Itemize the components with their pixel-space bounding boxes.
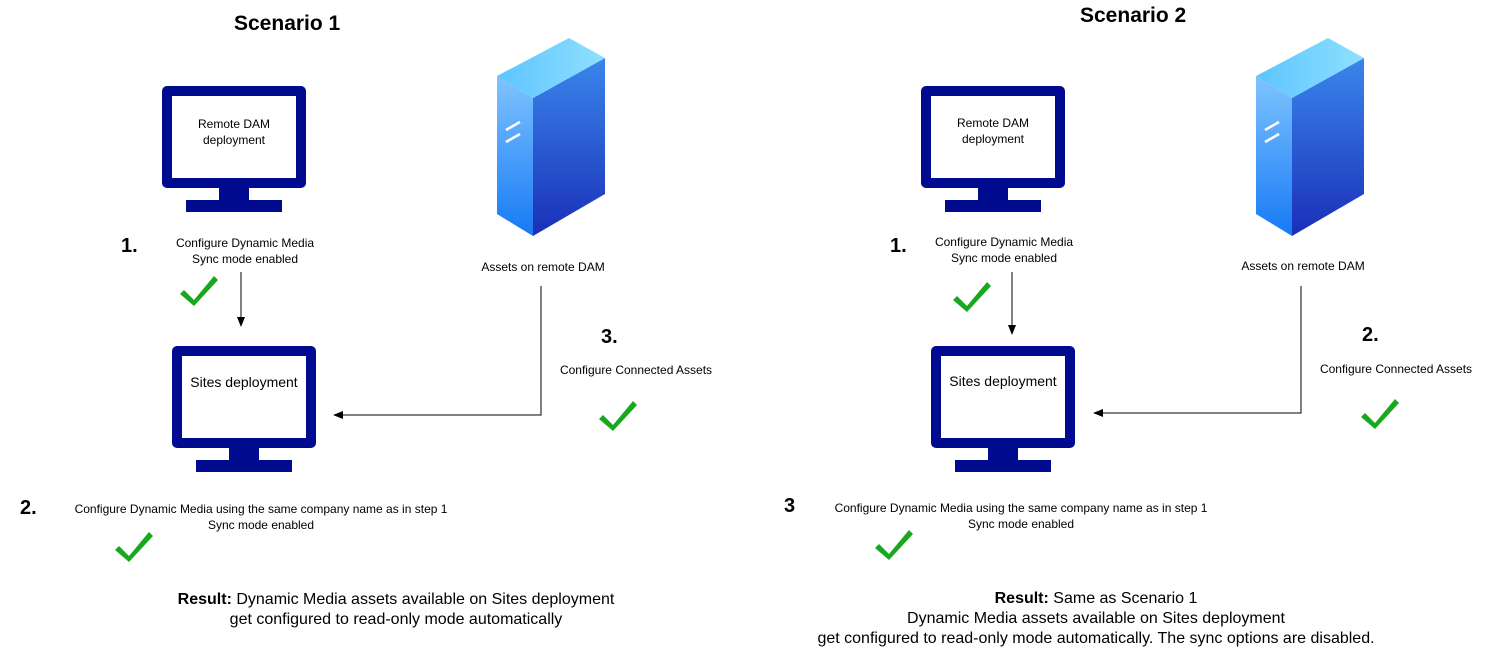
step2-text-s2: Configure Connected Assets <box>1319 362 1473 376</box>
step1-line2-s2: Sync mode enabled <box>950 251 1058 265</box>
result-line2-s2: Dynamic Media assets available on Sites … <box>907 610 1285 627</box>
server-icon-1 <box>495 36 607 238</box>
step-number-1-s1: 1. <box>121 235 138 257</box>
remote-dam-label-1: Remote DAM deployment <box>197 117 271 147</box>
check-icon-step3-s1 <box>599 401 637 431</box>
step1-line2-s1: Sync mode enabled <box>191 252 299 266</box>
step1-line1-s2: Configure Dynamic Media <box>934 235 1074 249</box>
sites-label-1: Sites deployment <box>190 374 298 390</box>
step-number-2-s2: 2. <box>1362 324 1379 346</box>
step-number-3-s1: 3. <box>601 326 618 348</box>
server-label-2: Assets on remote DAM <box>1241 259 1365 273</box>
step-number-1-s2: 1. <box>890 235 907 257</box>
arrow-server-to-sites-2 <box>1093 286 1302 417</box>
check-icon-step3-s2 <box>875 530 913 560</box>
step3-line2-s2: Sync mode enabled <box>967 517 1075 531</box>
check-icon-step1-s1 <box>180 276 218 306</box>
step-number-3-s2: 3 <box>784 495 796 517</box>
step2-line2-s1: Sync mode enabled <box>207 518 315 532</box>
step1-line1-s1: Configure Dynamic Media <box>175 236 315 250</box>
sites-monitor-1 <box>172 346 316 472</box>
check-icon-step1-s2 <box>953 282 991 312</box>
result-s2: Result: Same as Scenario 1 Dynamic Media… <box>776 589 1416 649</box>
scenario2-title: Scenario 2 <box>1080 4 1187 27</box>
result-line1-s1: Dynamic Media assets available on Sites … <box>231 591 615 608</box>
check-icon-step2-s2 <box>1361 399 1399 429</box>
step1-text-s2: Configure Dynamic Media Sync mode enable… <box>919 234 1089 266</box>
sites-label-2: Sites deployment <box>949 373 1057 389</box>
result-line3-s2: get configured to read-only mode automat… <box>817 630 1375 647</box>
check-icon-step2-s1 <box>115 532 153 562</box>
step1-text-s1: Configure Dynamic Media Sync mode enable… <box>160 235 330 267</box>
step-number-2-s1: 2. <box>20 497 37 519</box>
server-label-1: Assets on remote DAM <box>481 260 605 274</box>
result-line2-s1: get configured to read-only mode automat… <box>229 611 563 628</box>
remote-dam-monitor-2 <box>921 86 1065 212</box>
step2-text-s1: Configure Dynamic Media using the same c… <box>55 501 467 533</box>
result-line1-s2: Same as Scenario 1 <box>1048 590 1198 607</box>
step3-text-s1: Configure Connected Assets <box>559 363 713 377</box>
result-label-s1: Result: <box>177 591 232 608</box>
step3-text-s2: Configure Dynamic Media using the same c… <box>815 500 1227 532</box>
step2-line1-s1: Configure Dynamic Media using the same c… <box>74 502 448 516</box>
remote-dam-label-2: Remote DAM deployment <box>956 116 1030 146</box>
result-s1: Result: Dynamic Media assets available o… <box>130 590 662 630</box>
arrow-server-to-sites-1 <box>333 286 542 419</box>
sites-monitor-2 <box>931 346 1075 472</box>
result-label-s2: Result: <box>994 590 1049 607</box>
server-icon-2 <box>1254 36 1366 238</box>
step3-line1-s2: Configure Dynamic Media using the same c… <box>834 501 1208 515</box>
remote-dam-monitor-1 <box>162 86 306 212</box>
scenario1-title: Scenario 1 <box>234 12 341 35</box>
